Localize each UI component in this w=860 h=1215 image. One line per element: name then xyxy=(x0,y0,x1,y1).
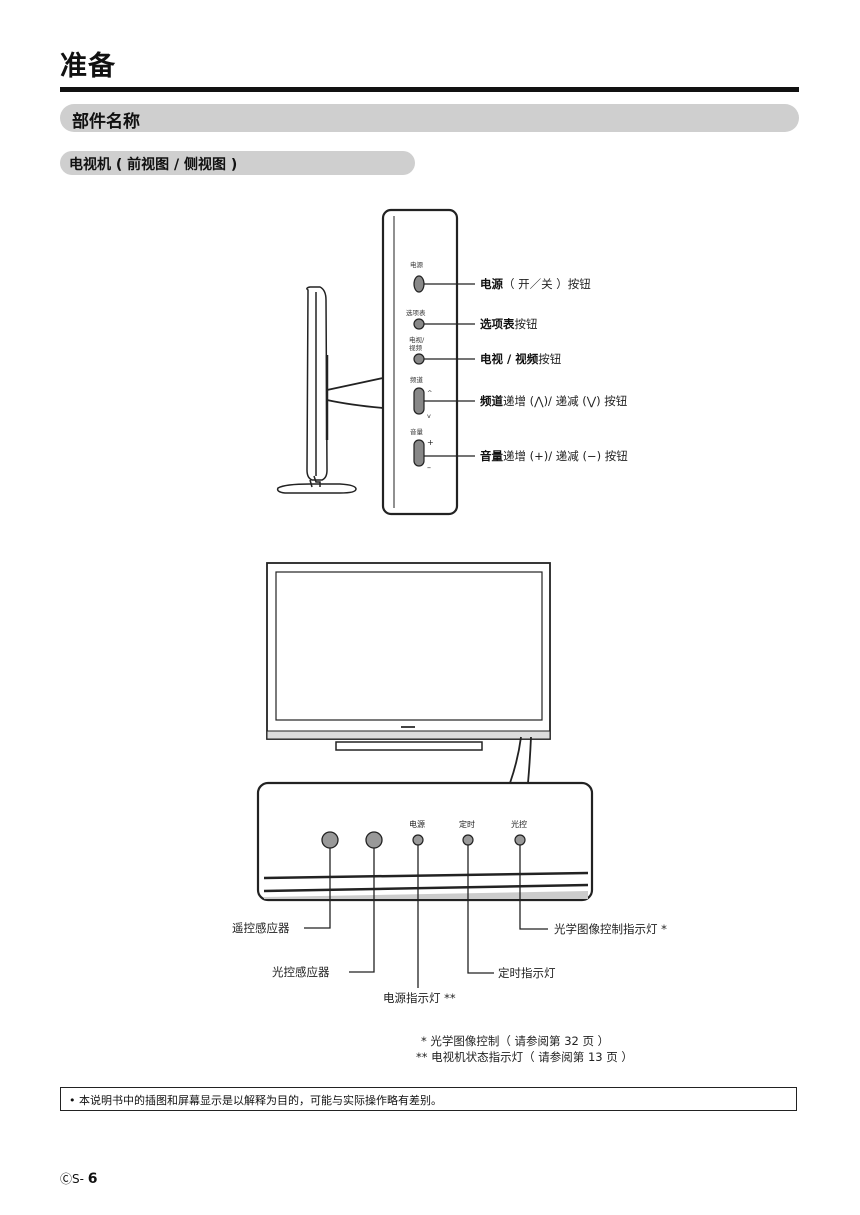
power-button[interactable] xyxy=(413,275,425,293)
panel-label-opc: 光控 xyxy=(511,819,527,829)
callout-channel: 频道递增 (⋀)/ 递减 (⋁) 按钮 xyxy=(480,394,628,408)
panel-label-channel-up: ^ xyxy=(427,389,432,397)
tv-front-view xyxy=(266,562,551,751)
callout-power: 电源（ 开／关 ）按钮 xyxy=(480,277,591,291)
page-prefix: ⒸS- xyxy=(60,1172,88,1186)
footnote-1: * 光学图像控制（ 请参阅第 32 页 ） xyxy=(421,1034,609,1048)
callout-tv-video: 电视 / 视频按钮 xyxy=(480,352,562,366)
timer-indicator xyxy=(462,834,474,846)
panel-label-timer: 定时 xyxy=(459,819,475,829)
panel-label-volume-minus: – xyxy=(427,463,431,472)
section-heading: 部件名称 xyxy=(60,104,799,132)
opc-indicator xyxy=(514,834,526,846)
front-detail-panel xyxy=(256,781,594,902)
callout-light-sensor: 光控感应器 xyxy=(272,965,330,979)
page-title: 准备 xyxy=(60,51,116,82)
panel-label-volume: 音量 xyxy=(410,427,424,436)
panel-label-power-front: 电源 xyxy=(409,819,425,829)
side-leader-lines xyxy=(424,283,475,457)
title-rule xyxy=(60,87,799,92)
subsection-heading: 电视机 ( 前视图 / 侧视图 ) xyxy=(60,151,415,175)
callout-opc-indicator: 光学图像控制指示灯 * xyxy=(554,922,667,936)
subsection-title: 电视机 ( 前视图 / 侧视图 ) xyxy=(69,157,238,173)
menu-button[interactable] xyxy=(413,318,425,330)
panel-label-power: 电源 xyxy=(410,260,424,269)
panel-label-tvvideo-2: 视频 xyxy=(409,343,423,352)
section-title: 部件名称 xyxy=(72,112,140,132)
light-sensor xyxy=(365,831,383,849)
panel-label-menu: 选项表 xyxy=(406,308,426,317)
page-number: ⒸS- 6 xyxy=(60,1170,98,1187)
front-connector-lines xyxy=(509,736,532,784)
power-indicator xyxy=(412,834,424,846)
callout-menu: 选项表按钮 xyxy=(480,317,538,331)
channel-rocker[interactable] xyxy=(413,387,425,415)
callout-timer-indicator: 定时指示灯 xyxy=(498,966,556,980)
callout-power-indicator: 电源指示灯 ** xyxy=(383,991,456,1005)
remote-sensor xyxy=(321,831,339,849)
note-box: • 本说明书中的插图和屏幕显示是以解释为目的，可能与实际操作略有差别。 xyxy=(60,1087,797,1111)
panel-label-channel: 频道 xyxy=(410,375,424,384)
panel-label-tvvideo-1: 电视/ xyxy=(409,335,425,344)
front-leader-lines xyxy=(304,845,548,988)
page-number-value: 6 xyxy=(87,1171,98,1187)
panel-label-volume-plus: + xyxy=(427,438,434,447)
callout-volume: 音量递增 (+)/ 递减 (−) 按钮 xyxy=(480,449,628,463)
volume-rocker[interactable] xyxy=(413,439,425,467)
tv-side-profile xyxy=(276,286,357,494)
tv-video-button[interactable] xyxy=(413,353,425,365)
note-text: • 本说明书中的插图和屏幕显示是以解释为目的，可能与实际操作略有差别。 xyxy=(69,1094,442,1107)
panel-label-channel-down: v xyxy=(427,412,431,420)
footnote-2: ** 电视机状态指示灯（ 请参阅第 13 页 ） xyxy=(416,1050,633,1064)
callout-remote-sensor: 遥控感应器 xyxy=(232,921,290,935)
side-connector-lines xyxy=(326,377,384,409)
